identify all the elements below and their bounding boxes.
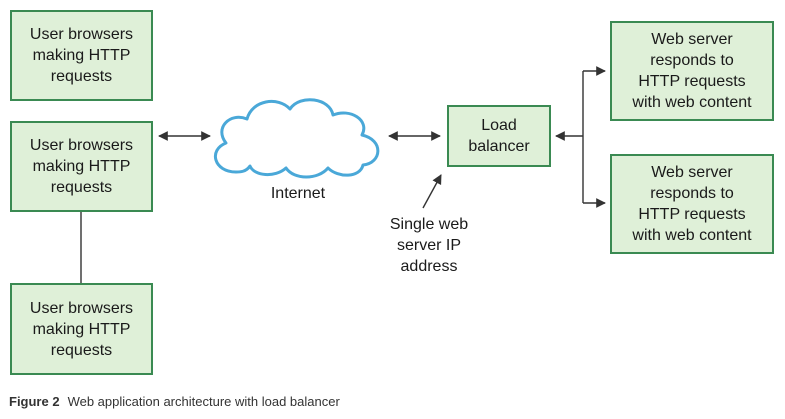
figure-caption-text: Web application architecture with load b…	[67, 394, 340, 409]
ip-address-label: Single web server IP address	[389, 216, 469, 275]
internet-label: Internet	[270, 185, 326, 202]
user-browsers-label-1: User browsers making HTTP requests	[29, 26, 134, 85]
user-browsers-box-1: User browsers making HTTP requests	[10, 10, 153, 101]
user-browsers-label-3: User browsers making HTTP requests	[29, 299, 134, 359]
figure-number: Figure 2	[9, 394, 60, 409]
web-server-label-2: Web server responds to HTTP requests wit…	[632, 164, 752, 244]
user-browsers-box-3: User browsers making HTTP requests	[10, 283, 153, 375]
web-server-label-1: Web server responds to HTTP requests wit…	[632, 31, 752, 111]
ip-pointer-arrow	[422, 174, 442, 209]
user-browsers-box-2: User browsers making HTTP requests	[10, 121, 153, 212]
load-balancer-box: Load balancer	[447, 105, 551, 167]
load-balancer-label: Load balancer	[468, 117, 530, 155]
web-server-box-2: Web server responds to HTTP requests wit…	[610, 154, 774, 254]
user-browsers-label-2: User browsers making HTTP requests	[29, 137, 134, 196]
cloud-icon	[214, 98, 380, 179]
web-server-box-1: Web server responds to HTTP requests wit…	[610, 21, 774, 121]
figure-caption: Figure 2 Web application architecture wit…	[9, 394, 340, 410]
